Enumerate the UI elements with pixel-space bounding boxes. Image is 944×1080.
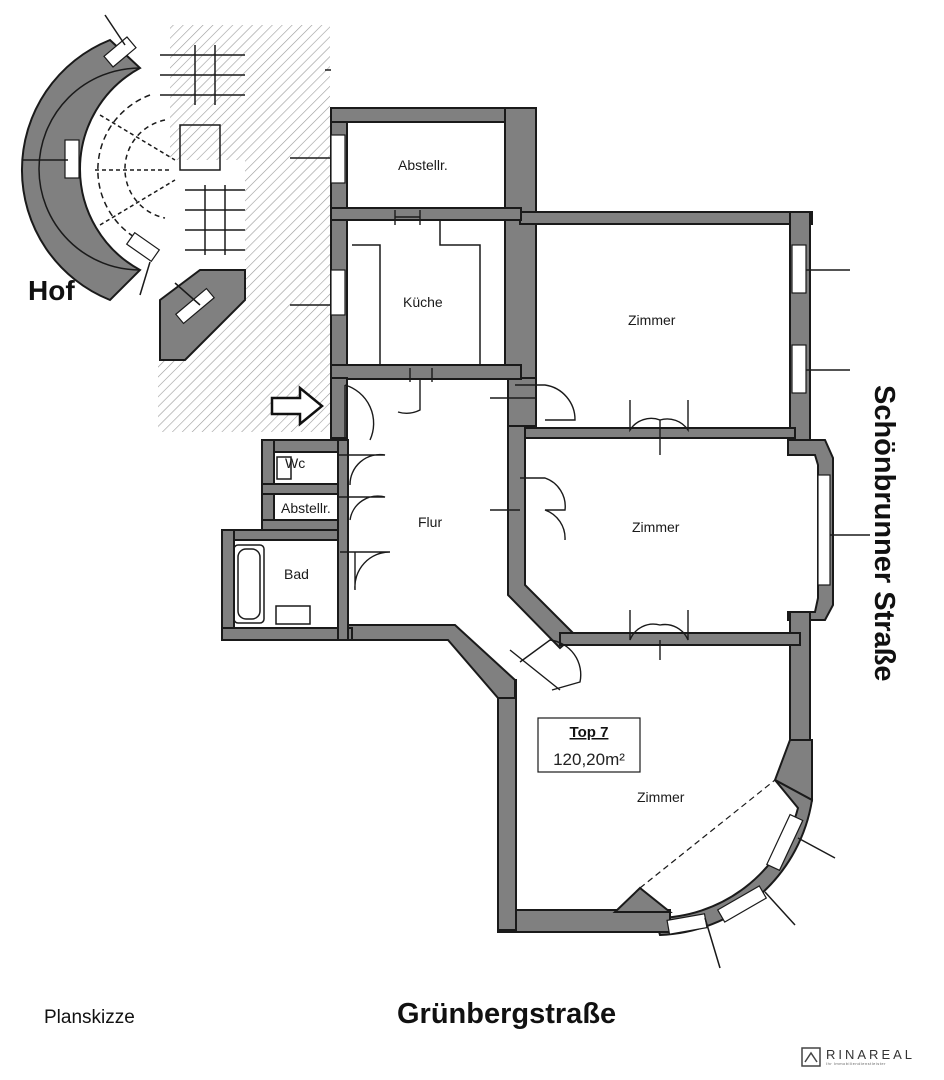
unit-name: Top 7 [570,724,609,741]
brand-logo: RINAREAL Ihr Immobiliendienstleister [800,1044,934,1070]
street-label-right: Schönbrunner Straße [868,385,900,682]
bay-threshold [639,779,776,889]
brand-tagline: Ihr Immobiliendienstleister [826,1061,886,1066]
brand-logo-icon [801,1047,821,1067]
spiral-staircase [20,14,246,361]
windows [290,69,870,969]
kitchen-counters [352,220,481,365]
brand-name: RINAREAL [826,1047,916,1062]
room-label-wc: Wc [285,455,305,471]
stair-landing-hatch [158,25,330,432]
outer-walls [221,107,834,937]
room-label-kueche: Küche [403,294,443,310]
brand-text: RINAREAL Ihr Immobiliendienstleister [826,1048,915,1066]
toilet [276,456,292,480]
room-label-zimmer-2: Zimmer [632,519,680,535]
entrance-arrow-icon [270,385,324,427]
room-label-zimmer-3: Zimmer [637,789,685,805]
room-label-bad: Bad [284,566,309,582]
sink [275,605,311,625]
street-label-bottom: Grünbergstraße [397,998,616,1030]
room-label-zimmer-1: Zimmer [628,312,676,328]
room-label-abstellr-top: Abstellr. [398,157,448,173]
unit-info-box: Top 7 120,20m² [537,717,641,773]
bathtub [233,544,265,624]
plan-caption: Planskizze [44,1007,135,1028]
doors [338,210,689,691]
room-label-flur: Flur [418,514,442,530]
unit-area: 120,20m² [553,750,625,769]
yard-label: Hof [28,275,75,306]
room-label-abstellr-small: Abstellr. [281,500,331,516]
